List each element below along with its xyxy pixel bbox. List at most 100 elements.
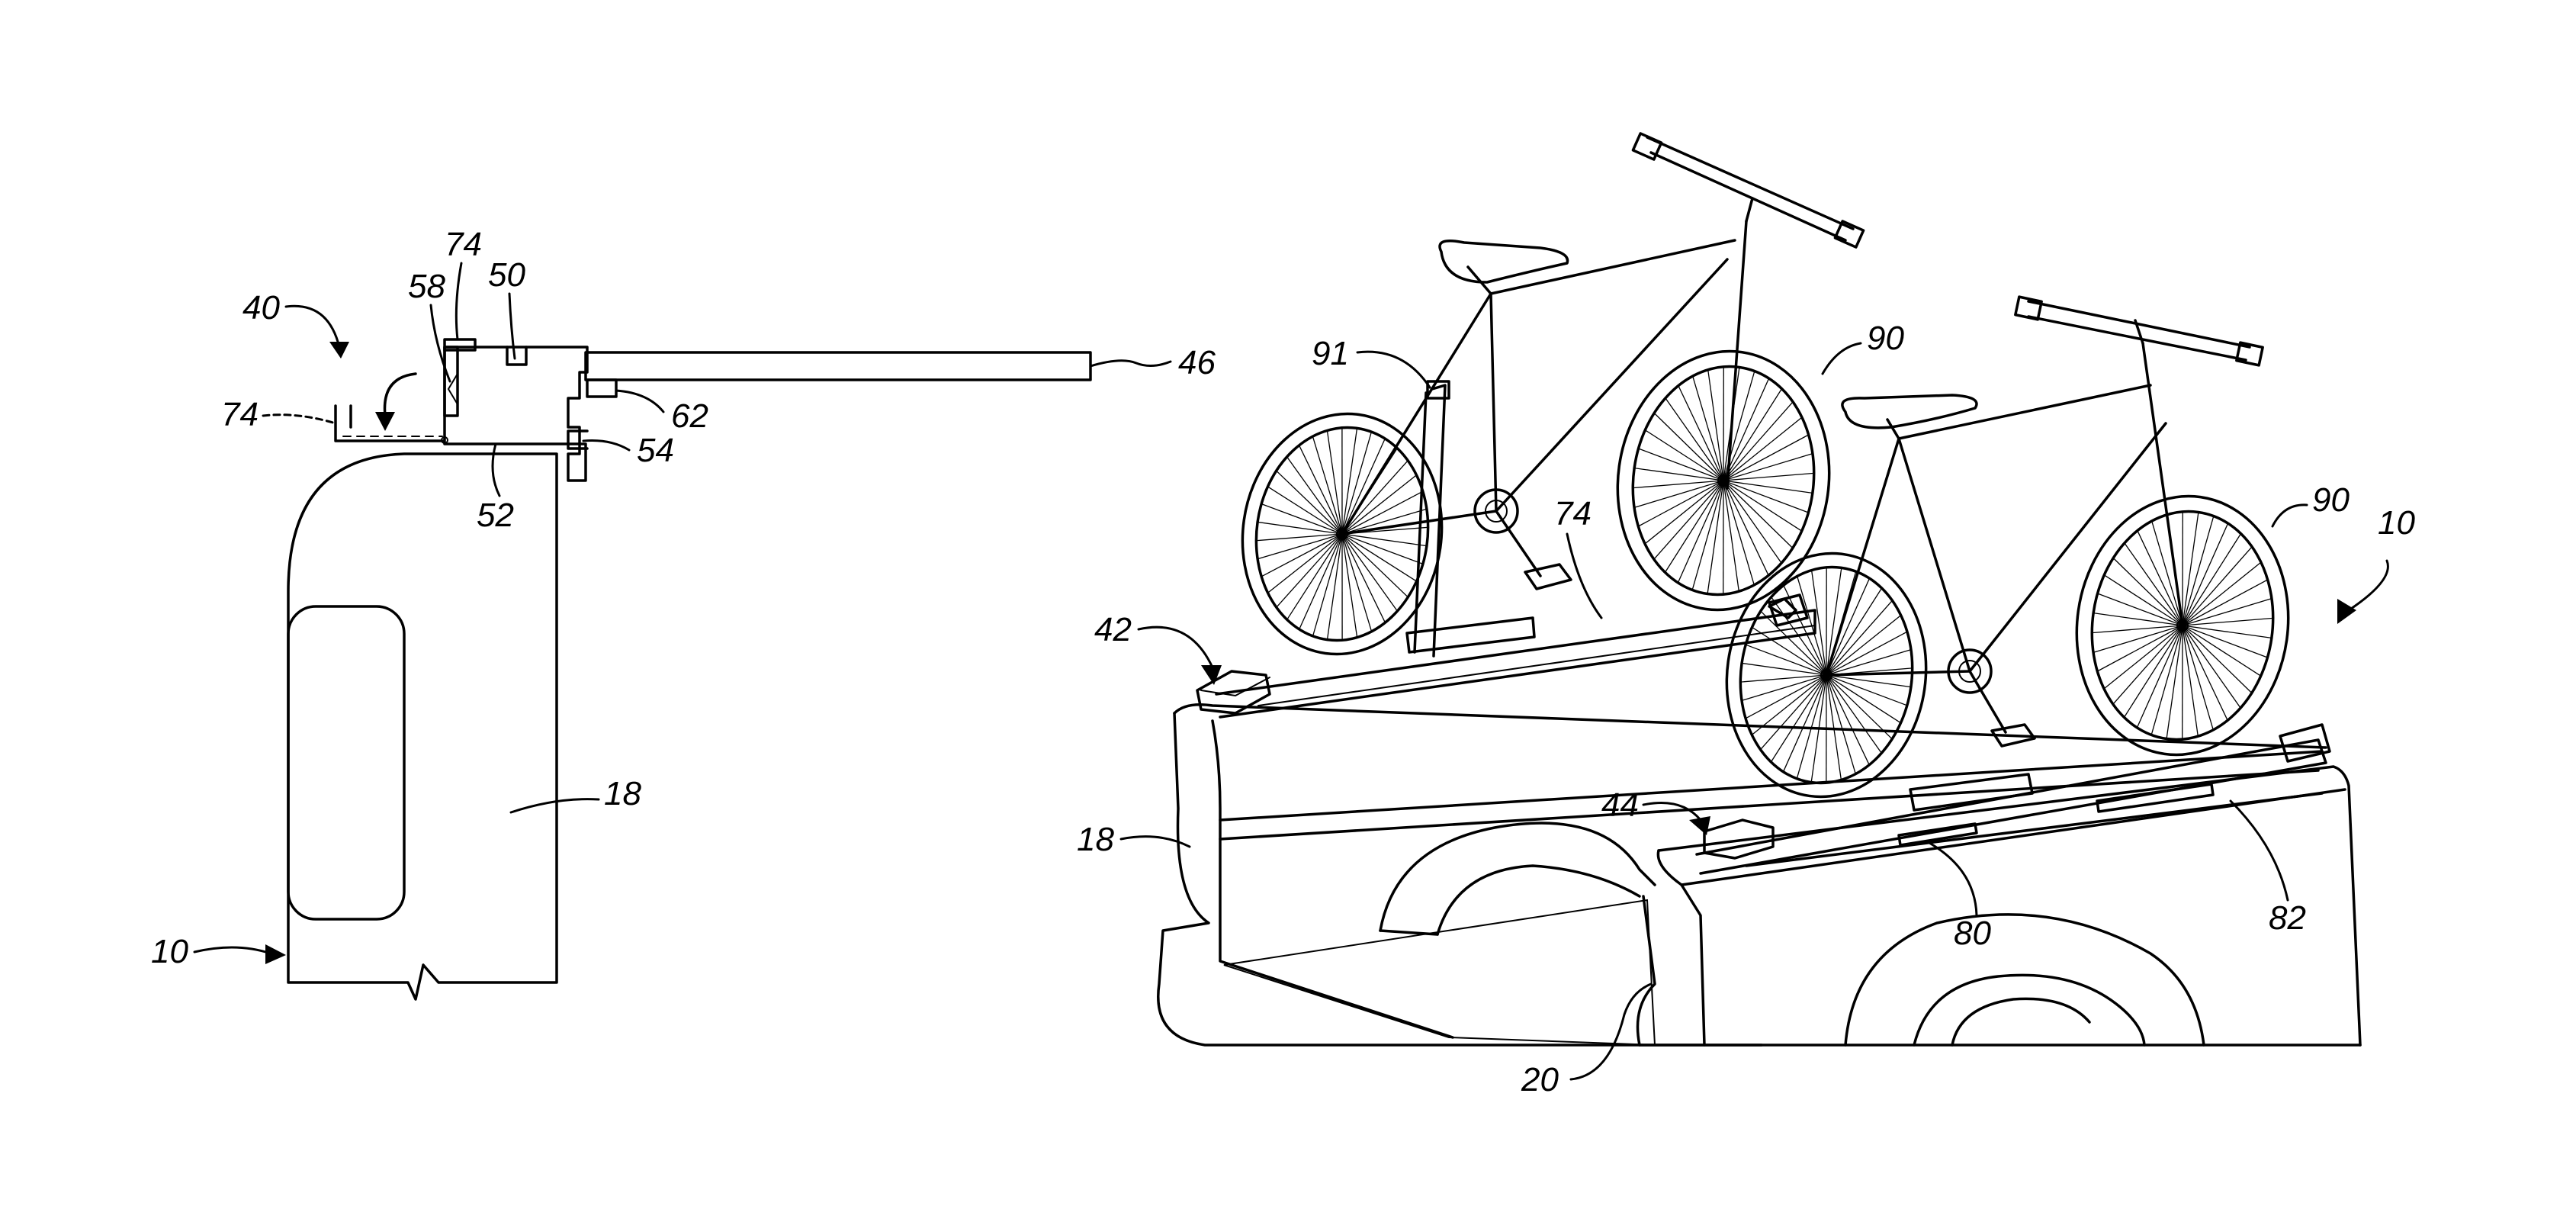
lead-54: [583, 441, 629, 451]
wheel-spoke: [2183, 516, 2214, 625]
member-62: [587, 380, 616, 397]
bicycle-right-90: [1711, 297, 2305, 809]
wheel-spoke: [1761, 675, 1826, 750]
wheel-spoke: [1826, 588, 1882, 675]
arrow-40: [329, 342, 349, 359]
bike1-stem: [1746, 198, 1752, 221]
label-44: 44: [1601, 786, 1639, 824]
lead-80: [1929, 843, 1977, 915]
rack-rails: [1197, 595, 2330, 873]
bike1-grip-right: [1835, 221, 1863, 247]
wheel-well-left: [1380, 823, 1655, 931]
wheel-spoke: [1826, 600, 1892, 675]
lead-46: [1090, 361, 1171, 366]
bicycle-left-90: [1227, 133, 1863, 667]
mount-44: [1704, 820, 1773, 858]
wheel-spoke: [1342, 534, 1427, 546]
lead-58: [431, 305, 450, 381]
label-18-left: 18: [604, 775, 641, 812]
wheel-spoke: [1342, 534, 1397, 611]
arrow-10-right: [2337, 599, 2356, 624]
label-50: 50: [488, 256, 525, 294]
rotation-arrow: [385, 374, 416, 416]
label-20: 20: [1521, 1061, 1559, 1098]
label-42: 42: [1094, 611, 1132, 648]
wheel-spoke: [1742, 663, 1826, 675]
wheel-spoke: [1638, 481, 1723, 526]
wheel-spoke: [1268, 534, 1343, 593]
label-62: 62: [671, 397, 708, 435]
wheel-spoke: [1287, 457, 1342, 534]
bed-floor-edge: [1638, 896, 1656, 1045]
top-tab-74: [445, 339, 475, 350]
lead-74-right: [1567, 534, 1601, 618]
lead-90-right: [2272, 505, 2307, 526]
wheel-spoke: [1723, 417, 1802, 481]
label-52: 52: [477, 497, 514, 534]
left-figure-cross-section: [288, 339, 1090, 999]
wheel-spoke: [1645, 481, 1723, 544]
label-82: 82: [2269, 899, 2306, 937]
wheel-spoke: [2125, 625, 2183, 717]
arrow-44: [1689, 816, 1710, 835]
wheel-well-right: [1845, 915, 2204, 1045]
wheel-spoke: [1287, 534, 1342, 619]
label-80: 80: [1954, 915, 1991, 952]
wheel-spoke: [1692, 481, 1723, 590]
bike1-saddle: [1440, 241, 1568, 282]
bed-left-wall-inner: [1213, 721, 1453, 1037]
lead-52: [493, 444, 499, 496]
mount-block-52: [445, 347, 587, 481]
wheel-spoke: [1826, 675, 1911, 687]
lead-82: [2231, 801, 2288, 900]
label-90-right: 90: [2312, 481, 2350, 519]
lead-74-left: [263, 415, 336, 423]
bike1-pedal: [1525, 564, 1571, 589]
wheel-spoke: [1723, 481, 1813, 493]
arrow-10-left: [265, 944, 286, 964]
bike1-handlebar-back: [1651, 153, 1845, 240]
wheel-spoke: [2093, 613, 2183, 625]
wheel-spoke: [2097, 625, 2183, 671]
label-58: 58: [408, 268, 445, 305]
bed-left-wall: [1158, 713, 1762, 1045]
wheel-spoke: [1771, 675, 1826, 762]
label-91: 91: [1312, 335, 1349, 372]
lead-62: [616, 391, 663, 412]
wheel-spoke: [2104, 625, 2183, 689]
label-10-right: 10: [2378, 504, 2415, 542]
bike1-crank-arm: [1496, 511, 1540, 576]
wheel-spoke: [1752, 675, 1826, 735]
bed-right-wall-top: [1659, 767, 2360, 1045]
wheel-spoke: [1665, 398, 1723, 481]
wheel-spoke: [2183, 534, 2241, 625]
lead-40: [286, 306, 339, 347]
wheel-spoke: [2183, 625, 2240, 708]
lead-91: [1357, 352, 1430, 388]
bike2-saddle: [1842, 395, 1977, 428]
label-74-top: 74: [445, 226, 482, 263]
lead-50: [509, 294, 515, 359]
side-panel-recess: [288, 606, 404, 919]
wheel-well-left-inner: [1437, 866, 1640, 934]
wheel-spoke: [1277, 534, 1342, 607]
wheel-spoke: [1826, 675, 1881, 753]
rail-46: [586, 352, 1090, 380]
wheel-spoke: [1261, 534, 1342, 577]
label-40: 40: [243, 289, 280, 326]
left-rail-74: [1216, 610, 1815, 717]
bike1-handlebar: [1647, 137, 1853, 229]
wheel-spoke: [2113, 625, 2183, 704]
slot-50: [507, 347, 526, 365]
wheel-spoke: [1257, 522, 1342, 534]
clamp-left-rail: [1407, 618, 1534, 652]
label-18-right: 18: [1077, 821, 1114, 858]
label-54: 54: [637, 432, 674, 469]
wheel-spoke: [1342, 461, 1408, 534]
bike2-seat-post: [1887, 420, 1899, 439]
wheel-well-right-cap: [1952, 999, 2089, 1045]
bed-floor: [1224, 900, 1655, 1045]
left-labels: 40 74 58 50 46 74 62 54 52 18 10: [151, 226, 1216, 970]
wheel-spoke: [1665, 481, 1724, 572]
